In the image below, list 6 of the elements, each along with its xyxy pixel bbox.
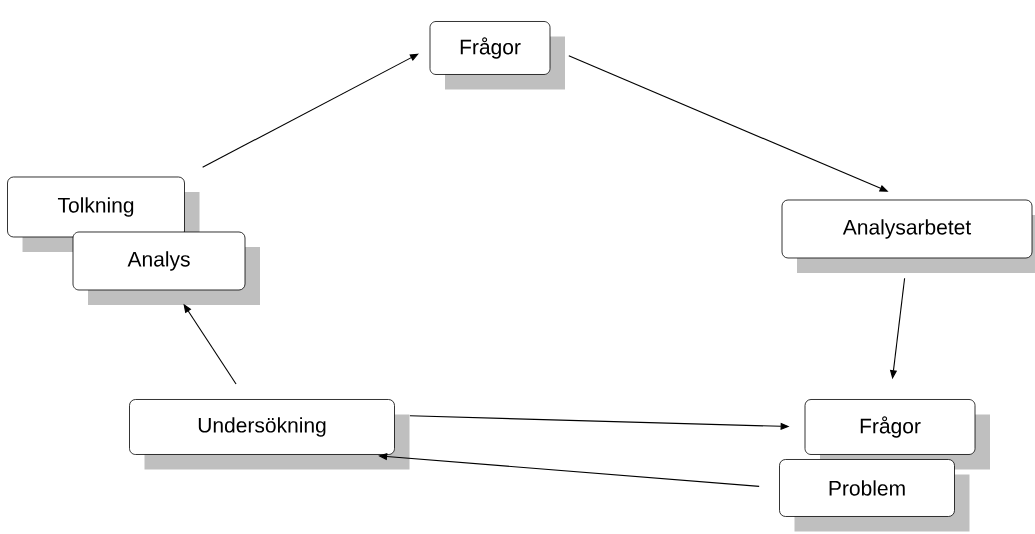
arrow	[202, 53, 419, 168]
process-box: Analysarbetet	[781, 199, 1035, 273]
process-box: Undersökning	[129, 399, 410, 470]
process-box: Problem	[779, 459, 970, 532]
process-box: Analys	[72, 231, 260, 305]
process-box: Frågor	[429, 21, 565, 90]
